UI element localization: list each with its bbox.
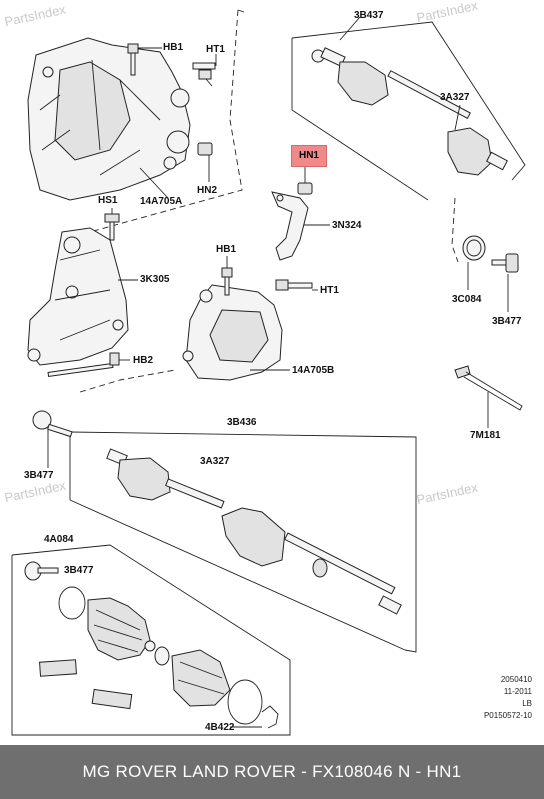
- bolt-hb2-icon: [47, 352, 130, 377]
- part-label-3k305: 3K305: [140, 274, 170, 285]
- part-label-4b422: 4B422: [205, 722, 235, 733]
- stud-ht1-icon: [192, 54, 217, 87]
- part-label-3b477-kit: 3B477: [64, 565, 94, 576]
- bolt-hb1-mid-icon: [221, 256, 233, 296]
- part-label-3b436: 3B436: [227, 417, 257, 428]
- nut-hn1-icon: [297, 167, 313, 195]
- stamp-line: P0150572-10: [483, 711, 532, 720]
- part-label-hb2: HB2: [133, 355, 154, 366]
- doc-stamp: 2050410 11-2011 LB P0150572-10: [484, 675, 532, 720]
- part-label-4a084: 4A084: [44, 534, 74, 545]
- stud-ht1-mid-icon: [275, 279, 318, 291]
- driveshaft-3b437-icon: [291, 21, 526, 201]
- part-label-3a327-mid: 3A327: [200, 456, 230, 467]
- engine-mount-bracket-mid-icon: [182, 284, 290, 381]
- stamp-line: LB: [522, 699, 532, 708]
- part-label-ht1: HT1: [206, 44, 225, 55]
- footer-caption: MG ROVER LAND ROVER - FX108046 N - HN1: [0, 745, 544, 799]
- diagram-drawing: [11, 9, 526, 736]
- part-label-hb1-mid: HB1: [216, 244, 237, 255]
- engine-mount-bracket-upper-icon: [27, 37, 191, 201]
- part-label-3b477-left: 3B477: [24, 470, 54, 481]
- bolt-hs1-icon: [104, 208, 120, 241]
- part-label-3c084: 3C084: [452, 294, 482, 305]
- part-label-3n324: 3N324: [332, 220, 362, 231]
- parts-diagram: PartsIndex PartsIndex PartsIndex PartsIn…: [3, 0, 532, 736]
- part-label-hb1: HB1: [163, 42, 184, 53]
- boot-kit-4a084-icon: [11, 544, 291, 736]
- part-label-3a327-top: 3A327: [440, 92, 470, 103]
- part-label-hs1: HS1: [98, 195, 118, 206]
- part-label-ht1-mid: HT1: [320, 285, 339, 296]
- part-label-3b477-right: 3B477: [492, 316, 522, 327]
- bolt-hb1-icon: [127, 43, 162, 76]
- stamp-line: 11-2011: [503, 687, 532, 696]
- driveshaft-3b436-icon: [32, 410, 417, 653]
- part-label-14a705b: 14A705B: [292, 365, 335, 376]
- engine-mount-bracket-lower-icon: [27, 227, 129, 366]
- part-label-hn2: HN2: [197, 185, 218, 196]
- part-label-hn1-highlight: HN1: [291, 145, 327, 167]
- bracket-strap-3n324-icon: [271, 191, 330, 261]
- nut-hn2-icon: [197, 142, 213, 182]
- snap-ring-3c084-icon: [462, 235, 486, 290]
- hub-nut-3b477-right-icon: [491, 253, 519, 312]
- stamp-line: 2050410: [500, 675, 532, 684]
- part-label-14a705a: 14A705A: [140, 196, 183, 207]
- part-label-3b437: 3B437: [354, 10, 384, 21]
- part-label-7m181: 7M181: [470, 430, 501, 441]
- cable-tie-7m181-icon: [454, 365, 523, 428]
- bracket-group-frame: [89, 9, 245, 233]
